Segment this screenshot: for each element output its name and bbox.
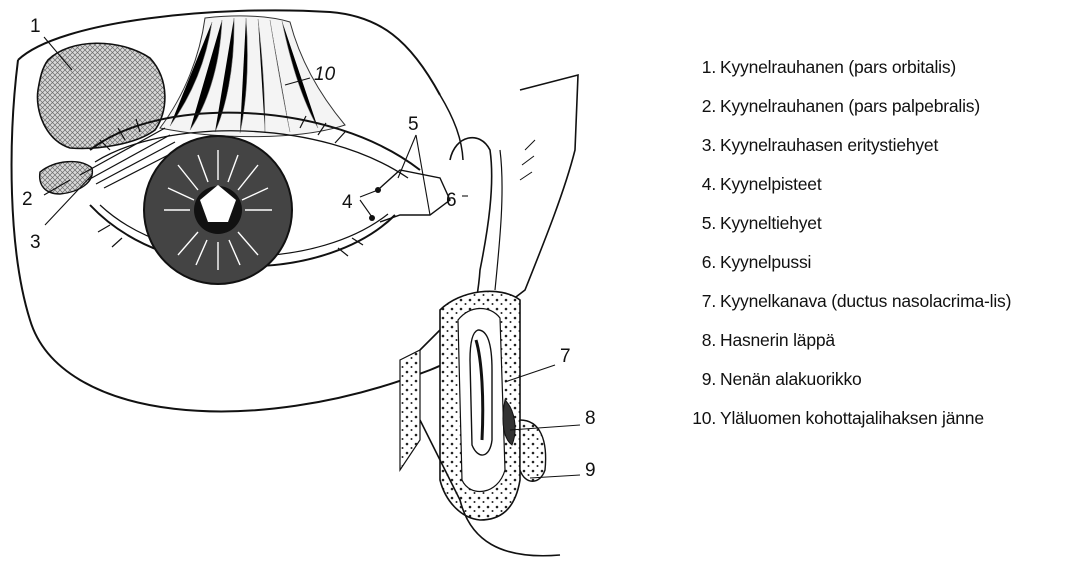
callout-7: 7 — [560, 346, 571, 367]
legend-text: Kyynelkanava (ductus nasolacrima-lis) — [720, 291, 1011, 311]
legend-text: Kyyneltiehyet — [720, 213, 822, 233]
legend-item: 1.Kyynelrauhanen (pars orbitalis) — [690, 57, 1070, 78]
nasal-bone — [512, 75, 578, 300]
legend-number: 4. — [690, 174, 716, 195]
legend-number: 1. — [690, 57, 716, 78]
lacrimal-canaliculi — [380, 170, 450, 222]
legend-item: 4.Kyynelpisteet — [690, 174, 1070, 195]
legend-text: Kyynelpussi — [720, 252, 811, 272]
lacrimal-gland-orbital — [37, 43, 164, 148]
legend-text: Kyynelpisteet — [720, 174, 822, 194]
legend-item: 6.Kyynelpussi — [690, 252, 1070, 273]
legend-item: 3.Kyynelrauhasen eritystiehyet — [690, 135, 1070, 156]
legend-text: Kyynelrauhanen (pars orbitalis) — [720, 57, 956, 77]
legend-number: 6. — [690, 252, 716, 273]
lacrimal-gland-palpebral — [40, 162, 93, 194]
callout-3: 3 — [30, 232, 41, 253]
legend-number: 8. — [690, 330, 716, 351]
legend-text: Kyynelrauhanen (pars palpebralis) — [720, 96, 980, 116]
legend-number: 7. — [690, 291, 716, 312]
callout-2: 2 — [22, 189, 33, 210]
legend-text: Kyynelrauhasen eritystiehyet — [720, 135, 938, 155]
legend-text: Yläluomen kohottajalihaksen jänne — [720, 408, 984, 428]
bone-hatching — [520, 140, 535, 180]
legend-number: 5. — [690, 213, 716, 234]
legend-number: 2. — [690, 96, 716, 117]
legend-number: 3. — [690, 135, 716, 156]
callout-5: 5 — [408, 114, 419, 135]
callout-1: 1 — [30, 16, 41, 37]
legend-item: 2.Kyynelrauhanen (pars palpebralis) — [690, 96, 1070, 117]
legend-item: 5.Kyyneltiehyet — [690, 213, 1070, 234]
callout-4: 4 — [342, 192, 353, 213]
legend-number: 9. — [690, 369, 716, 390]
legend-text: Nenän alakuorikko — [720, 369, 862, 389]
legend-item: 9.Nenän alakuorikko — [690, 369, 1070, 390]
callout-8: 8 — [585, 408, 596, 429]
callout-10: 10 — [314, 64, 336, 85]
legend-item: 10.Yläluomen kohottajalihaksen jänne — [690, 408, 1070, 429]
legend-number: 10. — [690, 408, 716, 429]
callout-9: 9 — [585, 460, 596, 481]
legend-list: 1.Kyynelrauhanen (pars orbitalis) 2.Kyyn… — [690, 57, 1070, 447]
callout-6: 6 — [446, 190, 457, 211]
legend-item: 8.Hasnerin läppä — [690, 330, 1070, 351]
lacrimal-apparatus-illustration: 1 2 3 4 5 6 7 8 9 10 — [0, 0, 640, 578]
lacrimal-punctum-lower — [369, 215, 375, 221]
legend-text: Hasnerin läppä — [720, 330, 835, 350]
legend-item: 7.Kyynelkanava (ductus nasolacrima-lis) — [654, 291, 1070, 312]
